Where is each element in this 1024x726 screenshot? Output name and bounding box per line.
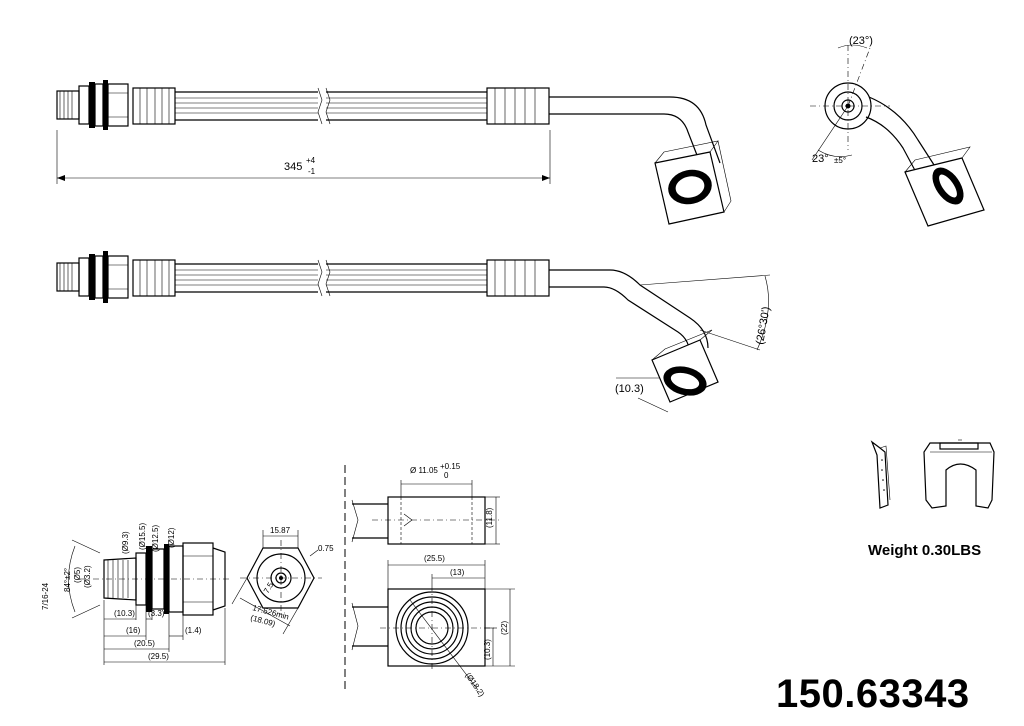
length-tol-plus: +4: [306, 156, 316, 165]
blk-255-label: (25.5): [424, 554, 445, 563]
fit-angle-label: 84°±2°: [63, 568, 72, 592]
blk-bore-label: Ø 11.05: [410, 466, 438, 475]
part-number: 150.63343: [776, 672, 970, 716]
block-offset-label: (10.3): [615, 383, 644, 395]
fit-len-103-label: (10.3): [114, 609, 135, 618]
fit-dia-5-label: (Ø5): [73, 567, 82, 583]
bend-angle-label: (26°30'): [754, 306, 772, 346]
block-front-view: (25.5) (13) (22) (10.3) (Ø18.2): [351, 554, 515, 699]
blk-118-label: (11.8): [485, 507, 494, 528]
block-side-view: Ø 11.05 +0.15 0 (11.8): [351, 462, 500, 545]
fit-len-295-label: (29.5): [148, 652, 169, 661]
fit-len-14-label: (1.4): [185, 626, 202, 635]
fit-dia-125-label: (Ø12.5): [151, 525, 160, 552]
end-angle-top: (23°): [849, 35, 873, 47]
fit-dia-12-label: (Ø12): [167, 527, 176, 548]
hex-075-label: 0.75: [318, 544, 334, 553]
blk-bore-tol-plus: +0.15: [440, 462, 461, 471]
fit-len-16-label: (16): [126, 626, 141, 635]
length-main-label: 345: [284, 161, 302, 173]
end-angle-tol: ±5°: [834, 156, 846, 165]
blk-13-label: (13): [450, 568, 465, 577]
fit-dia-32-label: (Ø3.2): [83, 565, 92, 588]
fit-dia-155-label: (Ø15.5): [138, 523, 147, 550]
blk-103-label: (10.3): [483, 639, 492, 660]
length-tol-minus: -1: [308, 167, 316, 176]
fitting-detail: 7/16-24 84°±2° (Ø5) (Ø3.2) (Ø9.3) (Ø15.5…: [41, 523, 230, 665]
hose-end-view: (23°) 23° ±5°: [810, 35, 985, 227]
fit-dia-93-label: (Ø9.3): [121, 531, 130, 554]
fit-len-33-label: (3.3): [148, 609, 165, 618]
blk-182-label: (Ø18.2): [463, 671, 486, 699]
fit-len-205-label: (20.5): [134, 639, 155, 648]
hex-1587-label: 15.87: [270, 526, 291, 535]
weight-label: Weight 0.30LBS: [868, 542, 982, 559]
blk-22-label: (22): [500, 620, 509, 635]
hex-end-view: 15.87 0.75 7.5 17.526min (18.09): [231, 526, 334, 635]
retaining-clip: [870, 439, 995, 509]
hex-75-label: 7.5: [262, 580, 276, 595]
hose-top-view: 345 +4 -1: [56, 80, 732, 225]
end-angle-side: 23°: [812, 153, 829, 165]
hose-side-view: (26°30') (10.3): [56, 251, 773, 413]
fit-thread-label: 7/16-24: [41, 582, 50, 610]
blk-bore-tol-minus: 0: [444, 471, 449, 480]
